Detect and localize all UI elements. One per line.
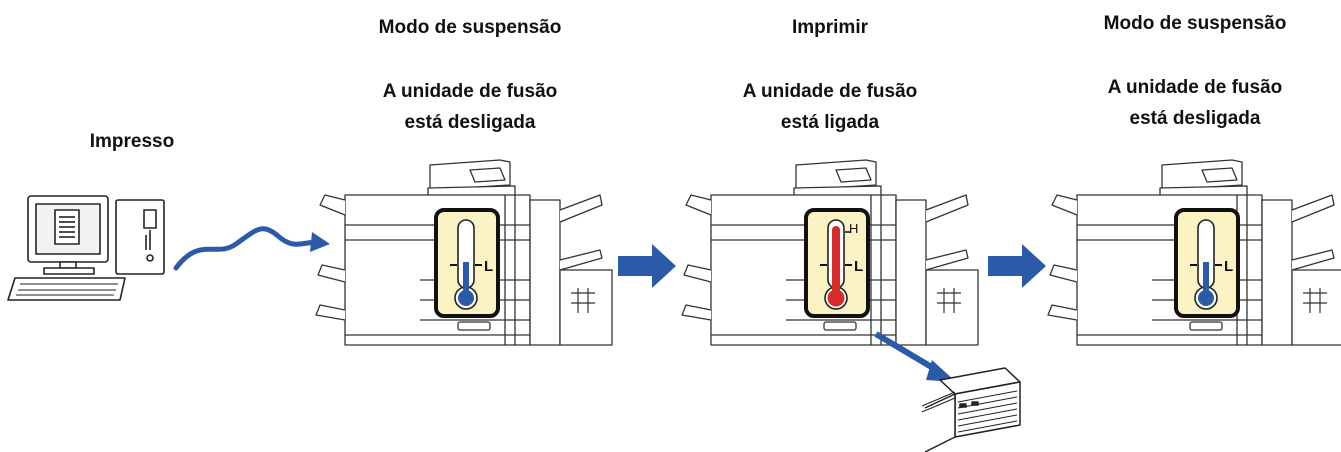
stage3-mode-title: Modo de suspensão bbox=[1103, 13, 1287, 34]
thermometer-low-mark: L bbox=[484, 258, 493, 275]
arrow-right-icon-2 bbox=[988, 244, 1046, 288]
arrow-right-icon-1 bbox=[618, 244, 676, 288]
stage3-fuser-line1: A unidade de fusão bbox=[1107, 77, 1283, 98]
stage2-fuser-line1: A unidade de fusão bbox=[742, 81, 918, 102]
paper-stack-icon bbox=[921, 367, 1021, 452]
stage1-fuser-line2: está desligada bbox=[404, 112, 536, 133]
thermometer-low-mark: L bbox=[1224, 258, 1233, 275]
transmission-curve-icon bbox=[173, 226, 321, 271]
computer-icon bbox=[7, 195, 165, 301]
thermometer-icon-stage1: L bbox=[434, 208, 500, 318]
thermometer-icon-stage2: H L bbox=[804, 208, 870, 318]
transmission-arrowhead-icon bbox=[310, 232, 330, 252]
output-arrow-icon bbox=[874, 331, 942, 375]
thermometer-low-mark: L bbox=[854, 258, 863, 275]
stage2-mode-title: Imprimir bbox=[791, 17, 869, 38]
thermometer-icon-stage3: L bbox=[1174, 208, 1240, 318]
pc-label: Impresso bbox=[89, 131, 175, 152]
stage3-fuser-line2: está desligada bbox=[1129, 108, 1261, 129]
thermometer-high-mark: H bbox=[849, 221, 858, 236]
stage1-fuser-line1: A unidade de fusão bbox=[382, 81, 558, 102]
stage1-mode-title: Modo de suspensão bbox=[378, 17, 562, 38]
stage2-fuser-line2: está ligada bbox=[780, 112, 880, 133]
